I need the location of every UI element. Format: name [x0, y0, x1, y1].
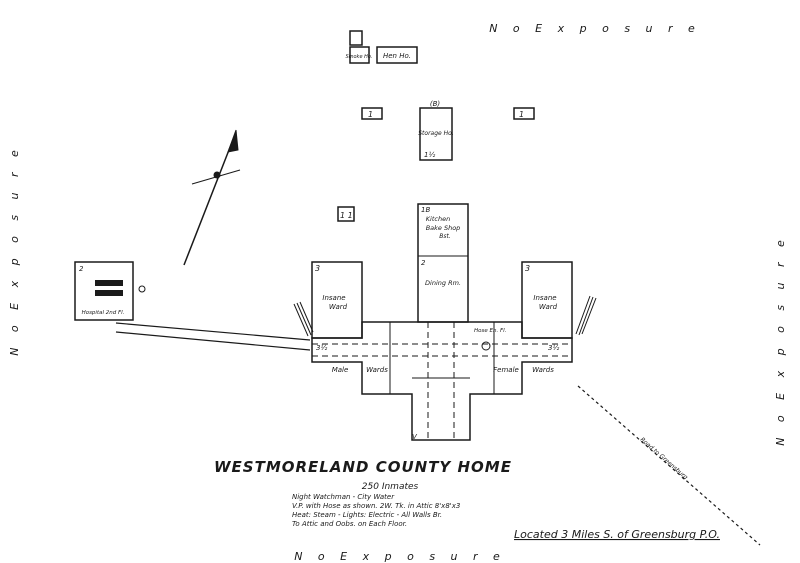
ward-left-label2: Ward	[329, 303, 348, 311]
insane-ward-left: 3 Insane Ward	[311, 261, 363, 339]
storage-class: (B)	[430, 100, 441, 108]
storage-height: 1½	[424, 151, 435, 159]
hospital-height: 2	[79, 265, 84, 273]
ward-right-label2: Ward	[539, 303, 558, 311]
corr-east-height: 3½	[548, 344, 559, 352]
note-line-3: Heat: Steam - Lights: Electric - All Wal…	[292, 511, 442, 519]
road-line	[577, 385, 761, 546]
ward-left-label1: Insane	[322, 294, 345, 302]
kitchen-block: 1B Kitchen Bake Shop Bst. 2 Dining Rm.	[417, 203, 469, 323]
shed-right-height: 1	[519, 110, 524, 119]
hen-house: Hen Ho.	[376, 46, 418, 64]
map-title: WESTMORELAND COUNTY HOME	[214, 458, 512, 476]
kitchen-label: Kitchen	[426, 215, 450, 223]
north-arrow-icon	[183, 129, 241, 266]
walkway	[115, 322, 311, 351]
bake-shop-label: Bake Shop	[426, 224, 461, 232]
note-line-2: V.P. with Hose as shown. 2W. Tk. in Atti…	[292, 502, 460, 510]
dining-label: Dining Rm.	[425, 279, 461, 287]
hospital-well-icon	[138, 285, 146, 293]
basement-label: Bst.	[439, 233, 451, 240]
storage-house: (B) Storage Ho. 1½	[418, 100, 454, 161]
shed-left-height: 1	[368, 110, 373, 119]
exposure-right: N o E x p o s u r e	[774, 234, 787, 446]
hospital-label: Hospital 2nd Fl.	[82, 310, 125, 316]
ward-right-height: 3	[525, 264, 530, 273]
exposure-bottom: N o E x p o s u r e	[294, 550, 506, 563]
shed-mid-height: 1 1	[340, 211, 353, 220]
male-label: Male	[332, 366, 349, 374]
note-line-4: To Attic and Oobs. on Each Floor.	[292, 520, 407, 528]
wards-right-label: Wards	[532, 366, 554, 374]
shed-left: 1	[361, 107, 383, 120]
main-building	[311, 321, 573, 441]
insane-ward-right: 3 Insane Ward	[521, 261, 573, 339]
shed-right: 1	[513, 107, 535, 120]
note-line-1: Night Watchman - City Water	[292, 493, 395, 501]
fire-escapes	[293, 295, 597, 337]
shed-mid: 1 1	[337, 206, 355, 222]
inmates-note: 250 Inmates	[362, 482, 419, 492]
exposure-top: N o E x p o s u r e	[489, 22, 701, 35]
storage-label: Storage Ho.	[418, 130, 454, 137]
bottom-v-label: V	[412, 433, 418, 441]
road-label: Road to Greensburg	[639, 436, 689, 481]
ward-left-height: 3	[315, 264, 320, 273]
exposure-left: N o E x p o s u r e	[8, 144, 21, 356]
kitchen-height: 1B	[421, 206, 430, 214]
dining-height: 2	[421, 259, 426, 267]
smoke-house: Smoke Ho.	[345, 30, 373, 64]
female-label: Female	[493, 366, 519, 374]
hose-marker-icon	[481, 341, 491, 351]
wards-left-label: Wards	[366, 366, 388, 374]
hose-label: Hose En. Fl.	[474, 328, 507, 334]
corr-west-height: 3½	[316, 344, 327, 352]
smoke-house-label: Smoke Ho.	[345, 54, 372, 60]
location-note: Located 3 Miles S. of Greensburg P.O.	[514, 528, 720, 541]
hen-house-label: Hen Ho.	[383, 52, 411, 60]
hospital: 2 Hospital 2nd Fl.	[74, 261, 146, 321]
ward-right-label1: Insane	[533, 294, 556, 302]
